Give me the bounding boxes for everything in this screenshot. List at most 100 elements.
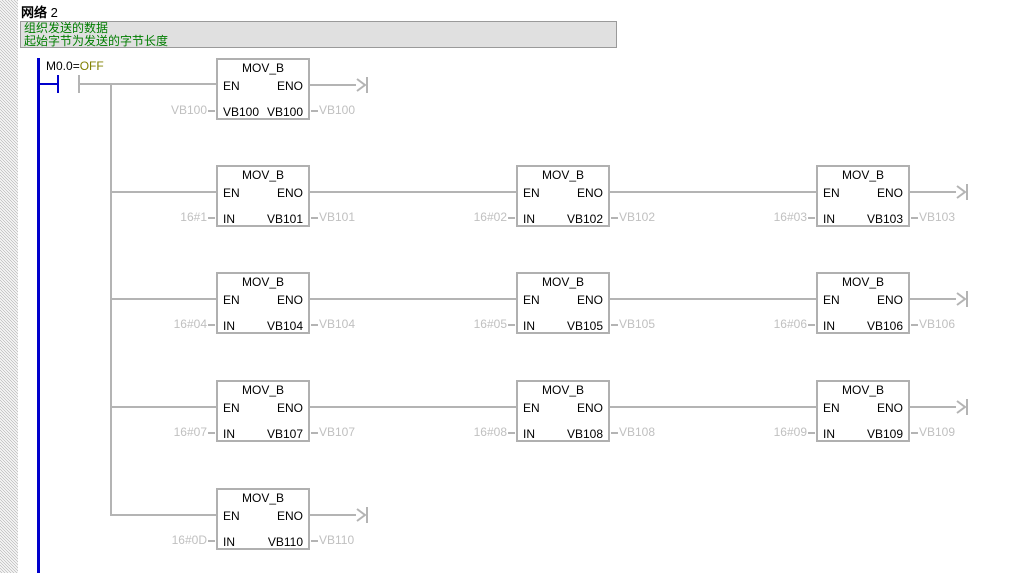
rung-wire-en-r2c0 [110, 298, 216, 300]
pin-out-label: VB106 [866, 319, 903, 333]
contact-label-m00: M0.0=OFF [46, 59, 104, 73]
pin-out-label: VB103 [866, 212, 903, 226]
pin-in-label: IN [523, 319, 535, 333]
operand-stub-in-r1c1 [508, 217, 515, 219]
pin-en-label: EN [223, 401, 240, 415]
operand-out-r0c0: VB100 [319, 103, 356, 117]
pin-eno-label: ENO [576, 293, 603, 307]
rung-terminator-arrow-r1c2 [956, 182, 972, 202]
function-block-title: MOV_B [541, 168, 584, 182]
network-comment-line-1: 组织发送的数据 [24, 21, 109, 35]
rung-wire-eno-r1c2 [910, 191, 956, 193]
operand-stub-out-r3c2 [911, 432, 918, 434]
rung-wire-en-r1c0 [110, 191, 216, 193]
operand-out-r3c1: VB108 [619, 425, 656, 439]
operand-stub-in-r0c0 [208, 110, 215, 112]
operand-in-r3c2: 16#09 [773, 425, 807, 439]
operand-stub-in-r2c1 [508, 324, 515, 326]
pin-en-label: EN [223, 509, 240, 523]
pin-en-label: EN [523, 293, 540, 307]
contact-lead-wire [39, 83, 59, 85]
pin-eno-label: ENO [576, 186, 603, 200]
function-block-title: MOV_B [241, 168, 284, 182]
pin-in-label: IN [223, 427, 235, 441]
contact-status-value: OFF [79, 59, 104, 73]
operand-stub-out-r2c1 [611, 324, 618, 326]
operand-in-r2c2: 16#06 [773, 317, 807, 331]
pin-en-label: EN [823, 186, 840, 200]
operand-stub-out-r2c2 [911, 324, 918, 326]
operand-in-r1c1: 16#02 [473, 210, 507, 224]
pin-en-label: EN [823, 401, 840, 415]
operand-stub-out-r1c1 [611, 217, 618, 219]
operand-out-r1c0: VB101 [319, 210, 356, 224]
operand-stub-in-r4c0 [208, 540, 215, 542]
rung-wire-en-r4c0 [110, 514, 216, 516]
pin-out-label: VB102 [566, 212, 603, 226]
pin-in-label: VB100 [223, 105, 260, 119]
pin-out-label: VB107 [266, 427, 303, 441]
function-block-title: MOV_B [541, 383, 584, 397]
pin-out-label: VB109 [866, 427, 903, 441]
operand-in-r3c0: 16#07 [173, 425, 207, 439]
rung-wire-en-r1c2 [610, 191, 816, 193]
operand-out-r4c0: VB110 [319, 533, 355, 547]
pin-in-label: IN [523, 427, 535, 441]
pin-in-label: IN [223, 212, 235, 226]
function-block-title: MOV_B [841, 383, 884, 397]
operand-out-r2c1: VB105 [619, 317, 656, 331]
pin-en-label: EN [223, 293, 240, 307]
rung-wire-en-r1c1 [310, 191, 516, 193]
operand-out-r2c2: VB106 [919, 317, 956, 331]
operand-stub-in-r3c0 [208, 432, 215, 434]
pin-in-label: IN [823, 319, 835, 333]
operand-stub-in-r3c2 [808, 432, 815, 434]
pin-en-label: EN [223, 186, 240, 200]
operand-out-r3c0: VB107 [319, 425, 356, 439]
operand-in-r2c0: 16#04 [173, 317, 207, 331]
operand-out-r2c0: VB104 [319, 317, 356, 331]
operand-in-r4c0: 16#0D [171, 533, 207, 547]
pin-out-label: VB105 [566, 319, 603, 333]
rung-wire-top [79, 83, 218, 85]
operand-stub-out-r1c2 [911, 217, 918, 219]
network-header: 网络 2 [21, 2, 58, 21]
pin-en-label: EN [523, 186, 540, 200]
pin-eno-label: ENO [276, 401, 303, 415]
function-block-title: MOV_B [241, 383, 284, 397]
rung-wire-en-r2c2 [610, 298, 816, 300]
operand-in-r1c2: 16#03 [773, 210, 807, 224]
pin-out-label: VB101 [266, 212, 303, 226]
power-rail [37, 58, 40, 573]
pin-en-label: EN [223, 79, 240, 93]
pin-in-label: IN [523, 212, 535, 226]
operand-stub-in-r1c2 [808, 217, 815, 219]
network-comment-box[interactable]: 组织发送的数据 起始字节为发送的字节长度 [20, 21, 617, 48]
rung-wire-eno-r0c0 [310, 84, 356, 86]
rung-wire-eno-r3c2 [910, 406, 956, 408]
operand-out-r1c2: VB103 [919, 210, 956, 224]
function-block-title: MOV_B [541, 275, 584, 289]
operand-stub-out-r1c0 [311, 217, 318, 219]
operand-out-r1c1: VB102 [619, 210, 656, 224]
rung-terminator-arrow-r4c0 [356, 505, 372, 525]
pin-out-label: VB100 [266, 105, 303, 119]
contact-separator: = [72, 59, 80, 73]
operand-stub-in-r1c0 [208, 217, 215, 219]
pin-in-label: IN [223, 535, 235, 549]
contact-bar-left [57, 75, 59, 93]
pin-eno-label: ENO [876, 293, 903, 307]
rung-wire-en-r2c1 [310, 298, 516, 300]
